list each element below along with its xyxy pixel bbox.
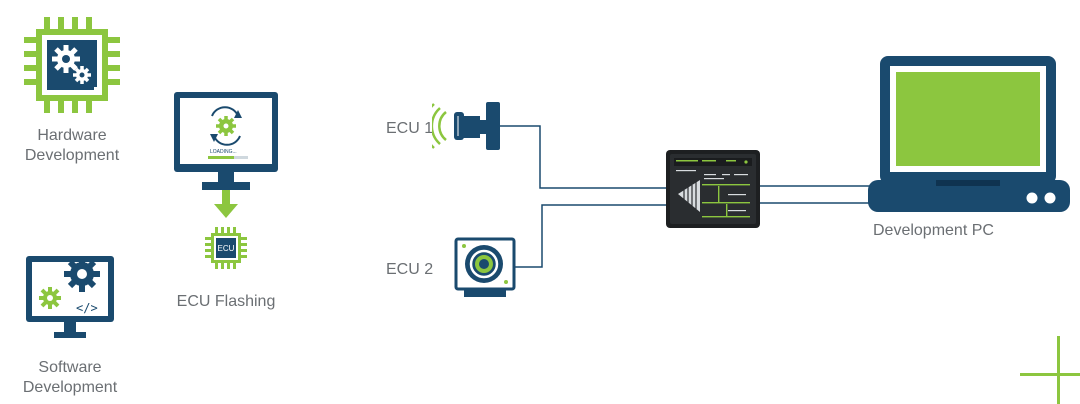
flash-down-arrow-icon (214, 190, 238, 220)
chip-text: ECU (218, 244, 235, 253)
ecu2-connection-line (514, 204, 668, 268)
ecu1-connection-line (500, 125, 668, 189)
interface-device-icon (666, 150, 760, 228)
ecu-chip-icon: ECU (205, 227, 247, 269)
software-label-line1: Software (38, 359, 102, 376)
development-pc-label: Development PC (873, 222, 994, 239)
ecu1-wireless-sensor-icon (432, 98, 502, 152)
loading-text: LOADING... (210, 149, 237, 155)
ecu-flashing-label: ECU Flashing (176, 293, 276, 310)
ecu-flashing-monitor-icon: LOADING... (172, 90, 280, 198)
software-label-line2: Development (22, 379, 118, 396)
ecu1-label: ECU 1 (386, 120, 434, 137)
plus-icon (1020, 336, 1080, 404)
development-pc-laptop-icon (866, 54, 1072, 214)
hardware-development-icon (22, 15, 122, 115)
software-development-icon: </> (24, 250, 116, 346)
hardware-label-line2: Development (24, 147, 120, 164)
ecu2-camera-sensor-icon (454, 237, 516, 301)
loading-progress-bar (208, 156, 234, 159)
hardware-label-line1: Hardware (37, 127, 107, 144)
hardware-development-label: Hardware Development (12, 126, 132, 166)
software-development-label: Software Development (10, 358, 130, 398)
laptop-screen (896, 72, 1040, 166)
ecu2-label: ECU 2 (386, 261, 434, 278)
svg-text:</>: </> (76, 301, 98, 315)
